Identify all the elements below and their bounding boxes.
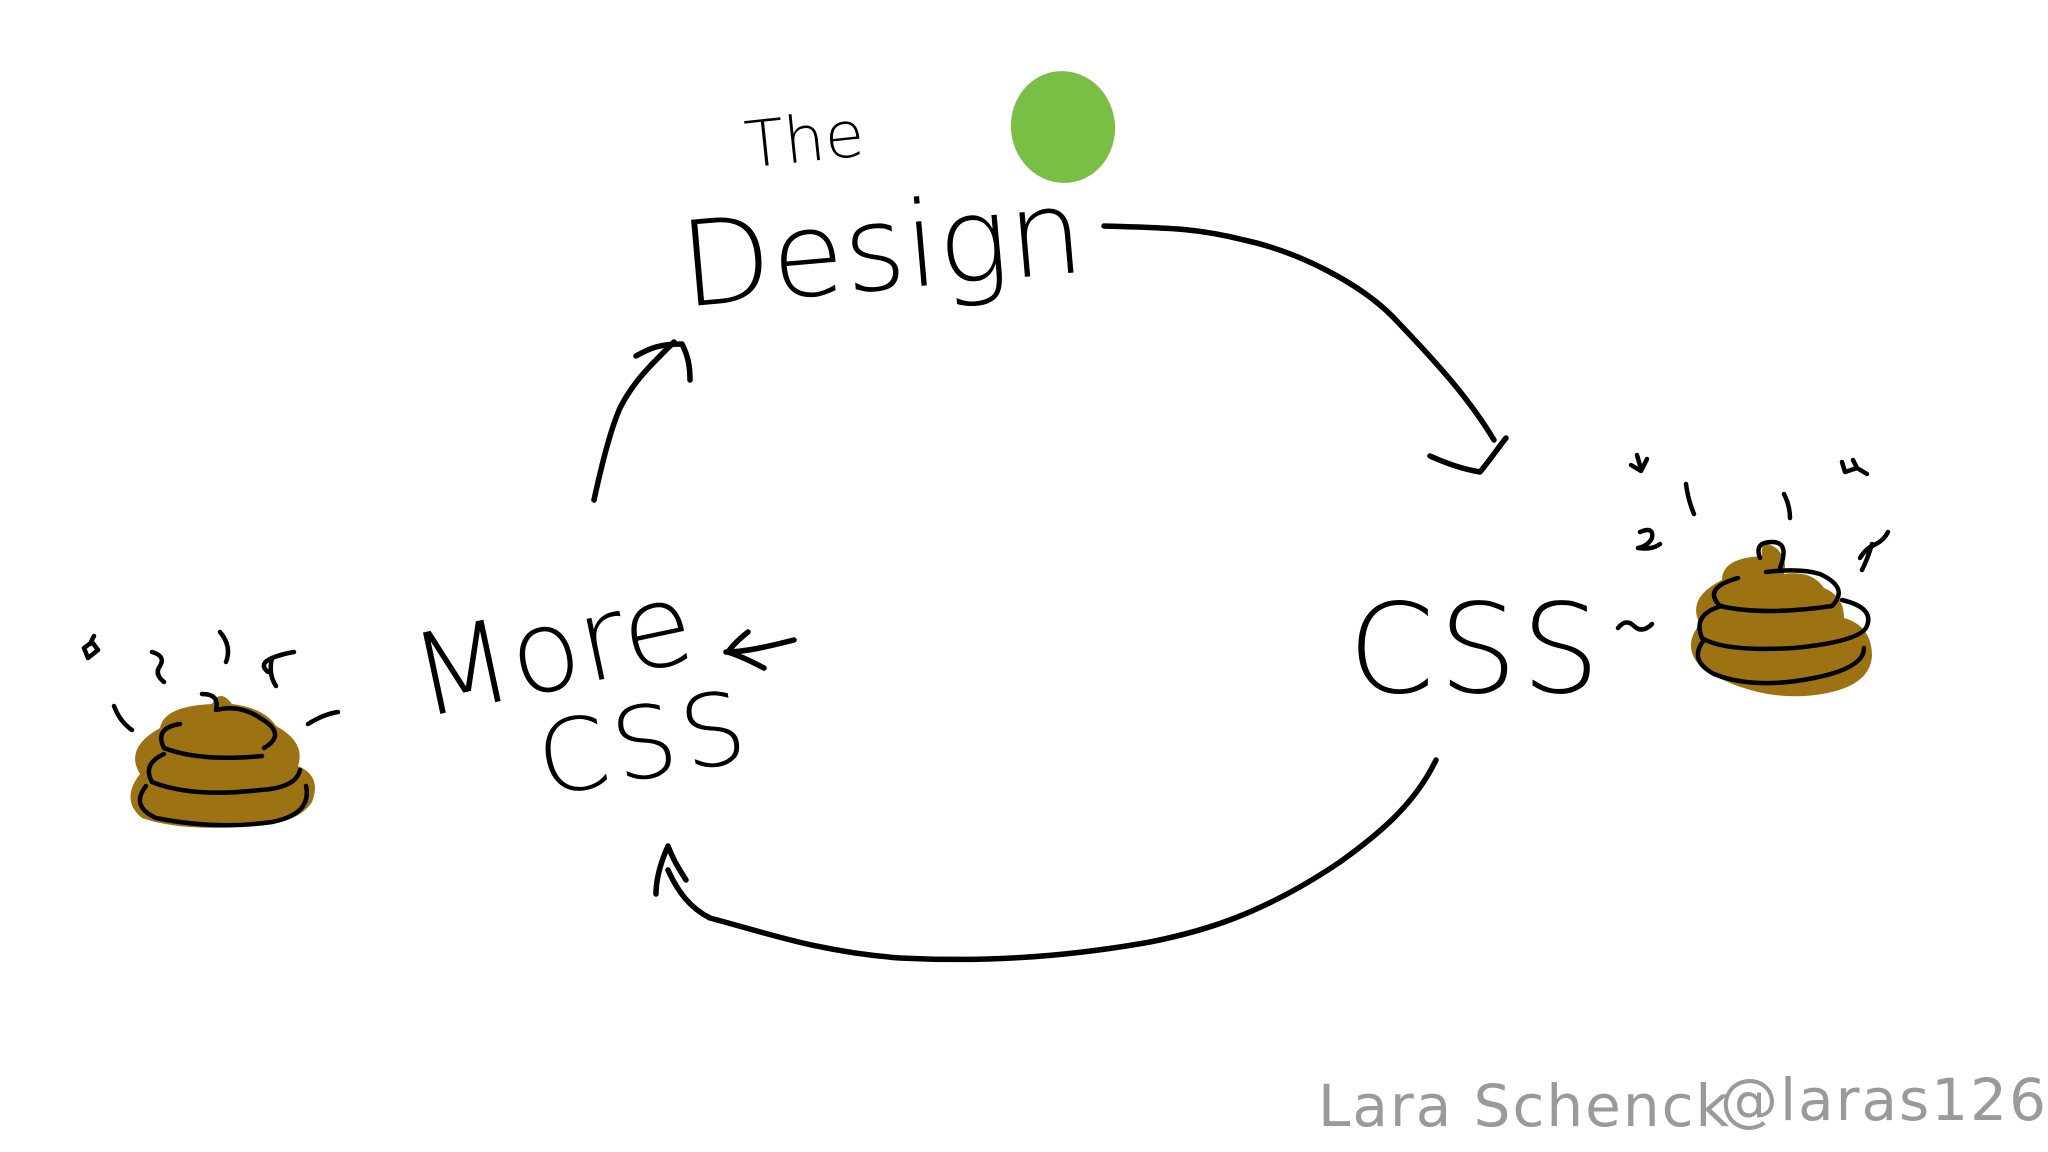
signature: Lara Schenck @laras126	[1318, 1066, 2048, 1140]
design-label-design: Design	[675, 162, 1089, 335]
signature-handle: @laras126	[1720, 1066, 2048, 1134]
arrow-more-css-to-design-head	[633, 341, 693, 383]
signature-name: Lara Schenck	[1318, 1072, 1731, 1140]
more-css-node: More CSS	[81, 555, 760, 828]
arrow-css-to-more-css	[665, 757, 1439, 963]
stink-lines-right	[1628, 452, 1891, 573]
squiggle-mark	[1615, 620, 1655, 632]
arrow-into-more-css-head	[725, 629, 767, 671]
green-dot-icon	[1010, 71, 1116, 183]
design-node: The Design	[675, 71, 1116, 335]
css-node: CSS	[1348, 452, 1891, 722]
stink-lines-left	[81, 629, 341, 733]
poop-icon	[1690, 539, 1872, 697]
poop-fill	[1690, 544, 1872, 697]
arrow-more-css-to-design	[591, 339, 677, 503]
arrow-design-to-css	[1101, 223, 1497, 443]
poop-icon	[130, 691, 315, 828]
cycle-arrows	[591, 223, 1509, 963]
poop-fill	[130, 696, 315, 828]
css-label: CSS	[1348, 578, 1604, 722]
design-label-the: The	[742, 98, 868, 184]
arrow-css-to-more-css-head	[653, 843, 689, 897]
arrow-design-to-css-head	[1427, 435, 1509, 475]
